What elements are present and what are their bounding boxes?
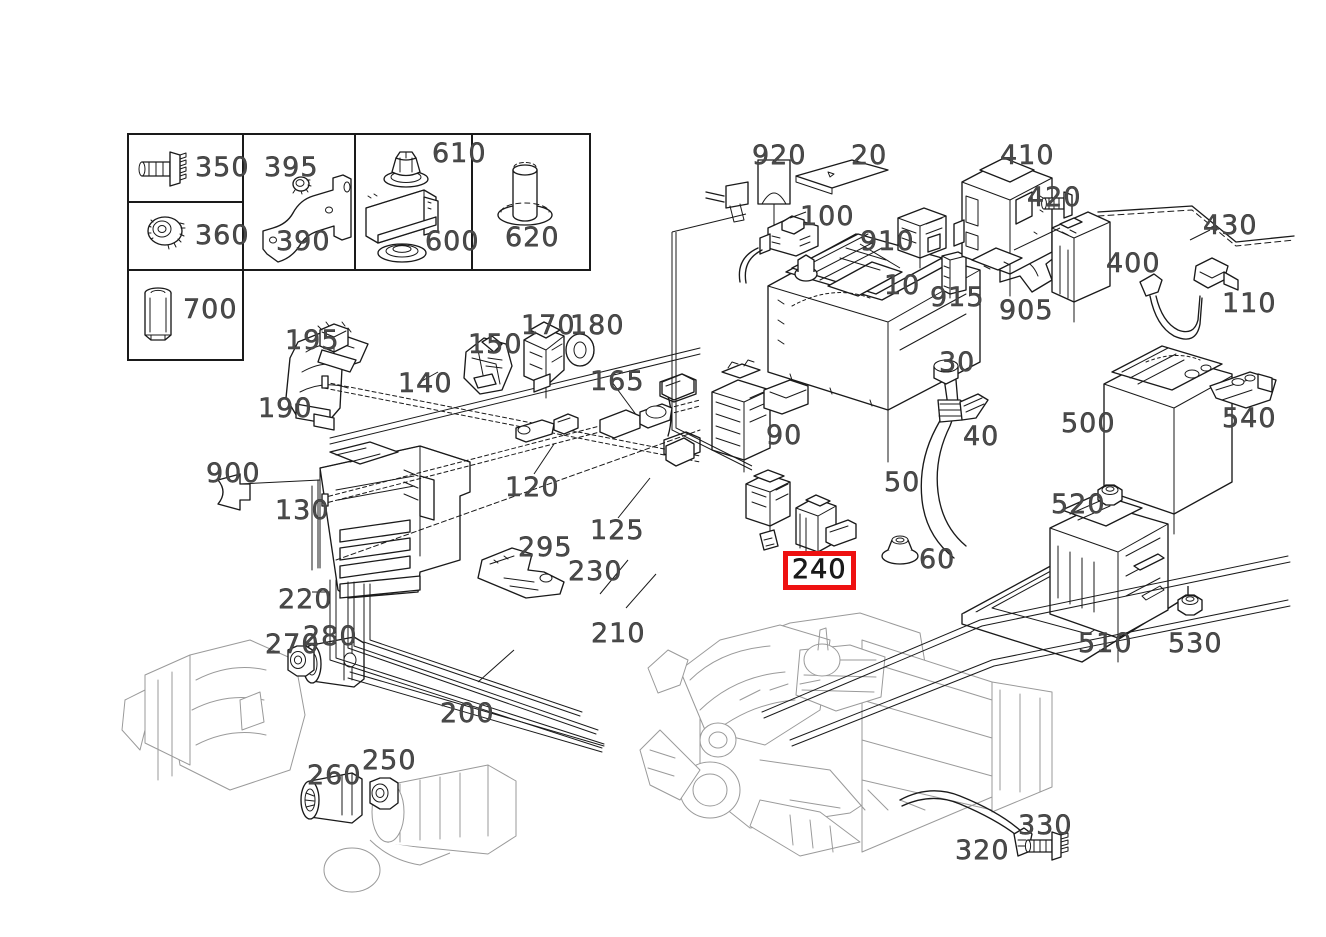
fuse-box-130	[311, 441, 471, 599]
callout-270: 270	[265, 629, 320, 660]
callout-130: 130	[275, 495, 330, 526]
relay-910	[897, 207, 947, 269]
callout-180: 180	[570, 310, 625, 341]
module-230	[745, 469, 791, 551]
callout-220: 220	[278, 584, 333, 615]
ground-cable-110	[1139, 257, 1239, 340]
callout-910: 910	[860, 226, 915, 257]
callout-250: 250	[362, 745, 417, 776]
callout-500: 500	[1061, 408, 1116, 439]
callout-330: 330	[1018, 810, 1073, 841]
harness-200-220	[312, 555, 1291, 753]
nut-520	[1097, 484, 1123, 506]
callout-420: 420	[1027, 182, 1082, 213]
part-150	[463, 335, 513, 395]
callout-410: 410	[1000, 140, 1055, 171]
legend-number-620: 620	[505, 222, 560, 253]
callout-40: 40	[963, 421, 1000, 452]
bracket-295	[477, 547, 565, 599]
callout-140: 140	[398, 368, 453, 399]
callout-165: 165	[590, 366, 645, 397]
legend-number-390: 390	[276, 226, 331, 257]
bolt-330	[1024, 831, 1069, 861]
legend-icon-390	[262, 174, 352, 263]
part-250-nut	[369, 777, 399, 810]
callout-520: 520	[1051, 489, 1106, 520]
battery-tray-510	[961, 493, 1189, 663]
callout-210: 210	[591, 618, 646, 649]
callout-20: 20	[851, 140, 888, 171]
callout-120: 120	[505, 472, 560, 503]
legend-icon-700	[144, 287, 172, 341]
legend-icon-395	[292, 176, 312, 195]
bolt-420	[1041, 191, 1073, 219]
callout-110: 110	[1222, 288, 1277, 319]
module-240	[795, 494, 857, 563]
callout-510: 510	[1078, 628, 1133, 659]
callout-540: 540	[1222, 403, 1277, 434]
callout-240[interactable]: 240	[783, 551, 856, 590]
callout-530: 530	[1168, 628, 1223, 659]
callout-60: 60	[919, 544, 956, 575]
control-unit-400	[1013, 211, 1111, 323]
legend-number-395: 395	[264, 152, 319, 183]
alternator	[121, 639, 306, 791]
callout-200: 200	[440, 698, 495, 729]
callout-230: 230	[568, 556, 623, 587]
legend-icon-350	[138, 151, 187, 187]
part-180-bush	[565, 333, 595, 367]
callout-30: 30	[939, 347, 976, 378]
callout-430: 430	[1203, 210, 1258, 241]
callout-260: 260	[307, 760, 362, 791]
callout-400: 400	[1106, 248, 1161, 279]
vent-hose-50	[920, 359, 989, 559]
legend-number-700: 700	[183, 294, 238, 325]
legend-icon-620	[497, 162, 553, 226]
legend-number-600: 600	[425, 226, 480, 257]
callout-90: 90	[766, 420, 803, 451]
engine-transmission-assembly	[639, 612, 1053, 857]
callout-125: 125	[590, 515, 645, 546]
part-165-cable	[515, 373, 695, 467]
relay-module-410	[953, 157, 1053, 297]
part-270-nut	[287, 645, 315, 677]
callout-915: 915	[930, 282, 985, 313]
callout-920: 920	[752, 140, 807, 171]
part-195-cap	[317, 321, 352, 354]
connector-100	[705, 181, 819, 284]
legend-number-350: 350	[195, 152, 250, 183]
callout-50: 50	[884, 467, 921, 498]
legend-number-610: 610	[432, 138, 487, 169]
leader-lines	[239, 213, 753, 519]
legend-icon-600	[365, 189, 439, 263]
legend-number-360: 360	[195, 220, 250, 251]
callout-320: 320	[955, 835, 1010, 866]
callout-905: 905	[999, 295, 1054, 326]
callout-170: 170	[521, 310, 576, 341]
wire-strip-430	[1097, 205, 1295, 247]
part-170	[523, 321, 565, 399]
nut-530	[1177, 594, 1203, 616]
callout-150: 150	[468, 329, 523, 360]
grommet-60	[881, 535, 919, 565]
starter-motor	[323, 764, 517, 893]
battery-500	[1103, 345, 1233, 535]
legend-frame	[127, 133, 591, 361]
callout-900: 900	[206, 458, 261, 489]
callout-10: 10	[884, 270, 921, 301]
callout-280: 280	[303, 621, 358, 652]
callout-190: 190	[258, 393, 313, 424]
legend-icon-610	[383, 151, 429, 188]
fuse-915	[941, 251, 967, 299]
bracket-540	[1209, 371, 1277, 409]
part-260-solenoid	[300, 772, 363, 824]
battery-clamp-20	[795, 159, 889, 195]
callout-295: 295	[518, 532, 573, 563]
callout-100: 100	[800, 201, 855, 232]
callout-195: 195	[285, 325, 340, 356]
legend-icon-360	[147, 216, 186, 250]
